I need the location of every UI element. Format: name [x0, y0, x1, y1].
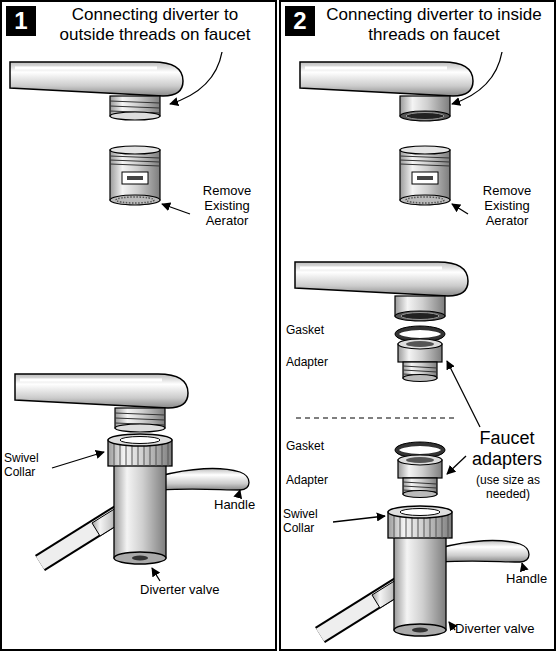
- part-label: Adapter: [286, 474, 346, 488]
- part-label: Diverter valve: [140, 583, 250, 598]
- part-label: Handle: [214, 498, 270, 513]
- adapter: [398, 339, 442, 382]
- part-label: Adapter: [286, 356, 346, 370]
- step-number: 1: [6, 6, 36, 36]
- note-label: (use size as needed): [466, 474, 550, 502]
- part-label: Handle: [506, 572, 554, 587]
- step-panel: Connecting diverter to outside threads o…: [0, 0, 277, 651]
- step-number-badge: 1: [6, 6, 36, 36]
- step-heading: Connecting diverter to outside threads o…: [44, 5, 266, 44]
- part-label: Swivel Collar: [4, 452, 52, 480]
- part-label: Swivel Collar: [283, 508, 333, 536]
- step-heading: Connecting diverter to inside threads on…: [323, 5, 545, 44]
- aerator: [400, 146, 450, 205]
- group-label: Faucet adapters: [462, 428, 552, 469]
- step-number-badge: 2: [285, 6, 315, 36]
- instruction-label: Remove Existing Aerator: [190, 184, 264, 229]
- aerator: [110, 146, 160, 205]
- leader-lines: [52, 52, 524, 630]
- part-label: Gasket: [286, 324, 346, 338]
- part-label: Diverter valve: [455, 622, 553, 637]
- step-number: 2: [285, 6, 315, 36]
- instruction-label: Remove Existing Aerator: [470, 184, 544, 229]
- faucet: [15, 374, 188, 432]
- divider-dashed: [296, 417, 455, 418]
- diverter-valve: [320, 506, 529, 636]
- part-label: Gasket: [286, 440, 346, 454]
- faucet: [10, 62, 183, 120]
- faucet: [300, 62, 473, 121]
- adapter: [398, 455, 442, 498]
- faucet: [295, 262, 468, 321]
